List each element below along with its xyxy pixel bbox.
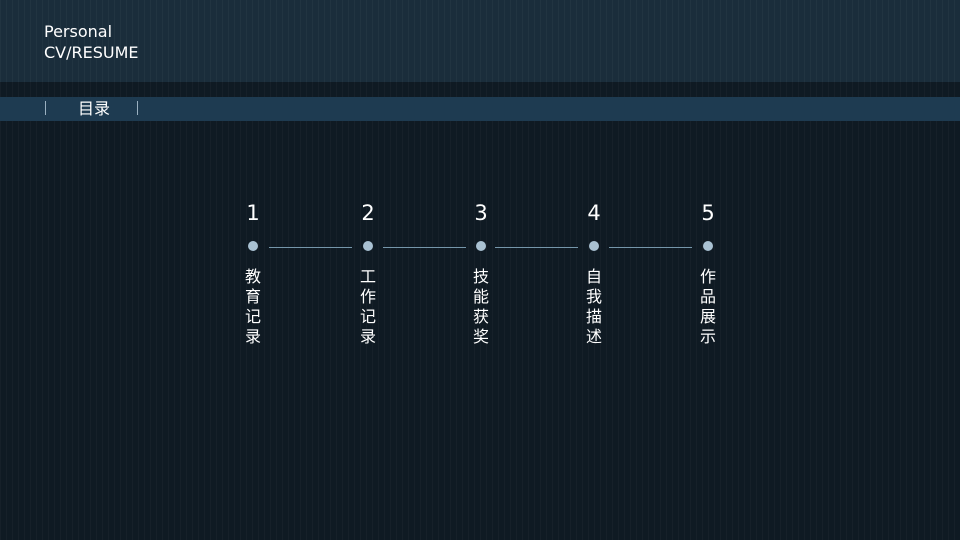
timeline-step-3[interactable]: 3 技能获奖 (461, 200, 501, 347)
section-title: 目录 (78, 99, 111, 118)
timeline-step-4[interactable]: 4 自我描述 (574, 200, 614, 347)
step-label: 教育记录 (244, 267, 261, 346)
left-divider (45, 101, 46, 115)
step-label: 工作记录 (359, 267, 376, 346)
step-dot-icon (363, 241, 373, 251)
timeline-step-2[interactable]: 2 工作记录 (348, 200, 388, 347)
step-dot-icon (703, 241, 713, 251)
header-banner: Personal CV/RESUME (0, 0, 960, 82)
timeline-connector (269, 247, 352, 248)
timeline-step-5[interactable]: 5 作品展示 (688, 200, 728, 347)
timeline-step-1[interactable]: 1 教育记录 (233, 200, 273, 347)
step-label: 作品展示 (699, 267, 716, 346)
brand-title-line2: CV/RESUME (44, 43, 139, 62)
section-bar: 目录 (0, 97, 960, 121)
step-dot-icon (589, 241, 599, 251)
step-number: 5 (701, 201, 715, 225)
timeline-connector (383, 247, 466, 248)
step-label: 自我描述 (585, 267, 602, 346)
timeline-connector (495, 247, 578, 248)
step-number: 4 (587, 201, 601, 225)
brand-title: Personal CV/RESUME (44, 21, 139, 63)
right-divider (137, 101, 138, 115)
step-number: 2 (361, 201, 375, 225)
step-number: 3 (474, 201, 488, 225)
step-dot-icon (248, 241, 258, 251)
brand-title-line1: Personal (44, 22, 113, 41)
step-label: 技能获奖 (472, 267, 489, 346)
step-number: 1 (246, 201, 260, 225)
step-dot-icon (476, 241, 486, 251)
timeline-connector (609, 247, 692, 248)
